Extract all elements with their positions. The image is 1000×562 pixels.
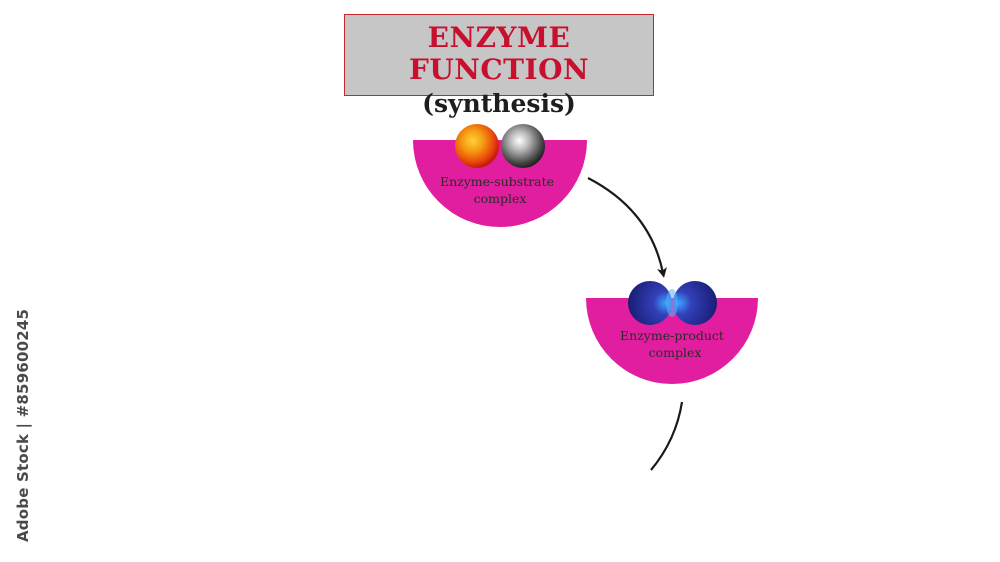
enzyme-substrate-complex: Enzyme-substrate complex xyxy=(413,124,587,227)
enzyme-substrate-label-line2: complex xyxy=(474,191,527,206)
substrate-orange-sphere xyxy=(455,124,499,168)
enzyme-product-label-line2: complex xyxy=(649,345,702,360)
partial-reaction-arrow xyxy=(650,401,684,471)
product-blue-sphere-left xyxy=(628,281,672,325)
substrate-gray-sphere xyxy=(501,124,545,168)
enzyme-product-complex: Enzyme-product complex xyxy=(586,281,758,384)
enzyme-product-label-line1: Enzyme-product xyxy=(620,328,724,343)
enzyme-shape xyxy=(586,298,758,384)
diagram-title: ENZYME FUNCTION xyxy=(408,21,590,86)
watermark-text: Adobe Stock | #859600245 xyxy=(14,308,32,542)
watermark: Adobe Stock | #859600245 xyxy=(12,309,36,545)
product-blue-sphere-right xyxy=(673,281,717,325)
enzyme-shape xyxy=(413,140,587,227)
enzyme-substrate-label-line1: Enzyme-substrate xyxy=(440,174,554,189)
product-bond-glow xyxy=(666,289,678,317)
reaction-arrow xyxy=(587,177,667,278)
diagram-subtitle: (synthesis) xyxy=(422,89,576,118)
title-box: ENZYME FUNCTION (synthesis) xyxy=(344,14,654,118)
